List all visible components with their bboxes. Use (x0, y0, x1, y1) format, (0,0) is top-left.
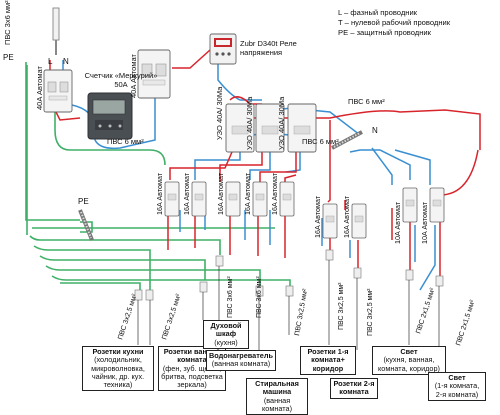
load-washer-box: Стиральная машина (ванная комната) (246, 378, 308, 415)
load-light2-title: Свет (448, 373, 466, 382)
meter-label: Счетчик «Меркурий» 50A (84, 71, 158, 89)
load-heater-title: Водонагреватель (209, 351, 273, 360)
cable-bottom-label-1: ПВС 3х2,5 мм² (117, 293, 139, 341)
legend-item-l: L – фазный проводник (338, 8, 418, 17)
cable-top-label: ПВС 6 мм² (348, 97, 385, 106)
load-heater-box: Водонагреватель (ванная комната) (206, 350, 276, 371)
pe-label-right: PE (78, 197, 89, 206)
load-kitchen-box: Розетки кухни (холодильник, микроволновк… (82, 346, 154, 392)
pe-bus-bar (78, 209, 94, 241)
breaker-16a-label-3: 16A Автомат (216, 172, 225, 215)
meter-cable-label: ПВС 6 мм² (107, 137, 144, 146)
breaker-10a-label-2: 10A Автомат (420, 201, 429, 244)
breaker-16a-label-6: 16A Автомат (313, 195, 322, 238)
legend-item-n: T – нулевой рабочий проводник (338, 18, 451, 27)
legend-item-pe: PE – защитный проводник (338, 28, 432, 37)
load-light2-box: Свет (1-я комната, 2-я комната) (428, 372, 486, 401)
load-kitchen-title: Розетки кухни (92, 347, 144, 356)
breaker-16a-label-2: 16A Автомат (182, 172, 191, 215)
input-cable-label: ПВС 3х6 мм² (3, 0, 12, 45)
leader-lines (137, 260, 440, 370)
pe-wires (25, 62, 291, 290)
breaker-row-10a (402, 187, 445, 223)
cable-bottom-label-9: ПВС 2х1,5 мм² (455, 299, 477, 347)
cable-ends (134, 249, 444, 301)
n-label: N (372, 126, 378, 135)
electric-meter (87, 92, 133, 140)
load-washer-title: Стиральная машина (255, 379, 299, 397)
load-light1-box: Свет (кухня, ванная, комната, коридор) (372, 346, 446, 375)
cable-bottom-label-4: ПВС 3х6 мм² (256, 276, 263, 318)
load-oven-box: Духовой шкаф (кухня) (203, 320, 249, 349)
rcd-group (225, 103, 317, 153)
load-oven-desc: (кухня) (214, 337, 238, 347)
rcd-label-1: УЗО 40А/ 30Ма (215, 86, 224, 140)
main-breaker[interactable] (43, 69, 73, 113)
cable-bottom-label-3: ПВС 3х6 мм² (227, 276, 234, 318)
meter-label-text: Счетчик «Меркурий» 50A (84, 71, 158, 89)
neutral-bus-bar (331, 130, 363, 150)
second-breaker[interactable] (137, 49, 171, 99)
second-breaker-label: 40A Автомат (129, 53, 138, 98)
load-room2-box: Розетки 2-я комната (330, 378, 378, 399)
cable-bottom-label-2: ПВС 3х2,5 мм² (161, 293, 183, 341)
input-cable (52, 7, 60, 55)
load-room2-title: Розетки 2-я комната (333, 379, 375, 397)
main-breaker-l: L (48, 57, 53, 66)
load-washer-desc: (ванная комната) (261, 395, 293, 413)
breaker-16a-label-5: 16A Автомат (270, 172, 279, 215)
cable-bottom-label-7: ПВС 3х2,5 мм² (367, 288, 374, 336)
load-light1-desc: (кухня, ванная, комната, коридор) (378, 355, 440, 373)
load-room1-title: Розетки 1-я комната+ коридор (307, 347, 349, 373)
load-bath-title: Розетки ванной комната (163, 347, 221, 365)
legend: L – фазный проводник T – нулевой рабочий… (338, 8, 450, 38)
load-light1-title: Свет (400, 347, 418, 356)
load-light2-desc: (1-я комната, 2-я комната) (434, 381, 480, 399)
load-heater-desc: (ванная комната) (211, 359, 271, 369)
cable-bottom-label-8: ПВС 2х1,5 мм² (415, 287, 437, 335)
load-room1-box: Розетки 1-я комната+ коридор (300, 346, 356, 375)
relay-label: Zubr D340t Реле напряжения (240, 39, 304, 57)
main-breaker-n: N (63, 57, 69, 66)
cable-bottom-label-5: ПВС 3х2,5 мм² (294, 288, 309, 337)
breaker-row-16a (164, 181, 367, 239)
breaker-16a-label-7: 16A Автомат (342, 195, 351, 238)
rcd-label-3: УЗО 40А/ 30Ма (277, 96, 286, 150)
relay-label-text: Zubr D340t Реле напряжения (240, 39, 297, 57)
load-oven-title: Духовой шкаф (210, 321, 242, 339)
breaker-10a-label-1: 10A Автомат (393, 201, 402, 244)
load-bath-desc: (фен, зуб. щетка, бритва, подсветка зерк… (161, 363, 223, 390)
pe-label-left: PE (3, 53, 14, 62)
load-kitchen-desc: (холодильник, микроволновка, чайник, др.… (91, 355, 145, 390)
main-breaker-label: 40A Автомат (35, 65, 44, 110)
breaker-16a-label-4: 16A Автомат (243, 172, 252, 215)
rcd-label-2: УЗО 40А/ 30Ма (245, 96, 254, 150)
voltage-relay (209, 33, 237, 65)
cable-mid-label: ПВС 6 мм² (302, 137, 339, 146)
cable-bottom-label-6: ПВС 3х2,5 мм² (338, 282, 345, 330)
breaker-16a-label-1: 16A Автомат (155, 172, 164, 215)
